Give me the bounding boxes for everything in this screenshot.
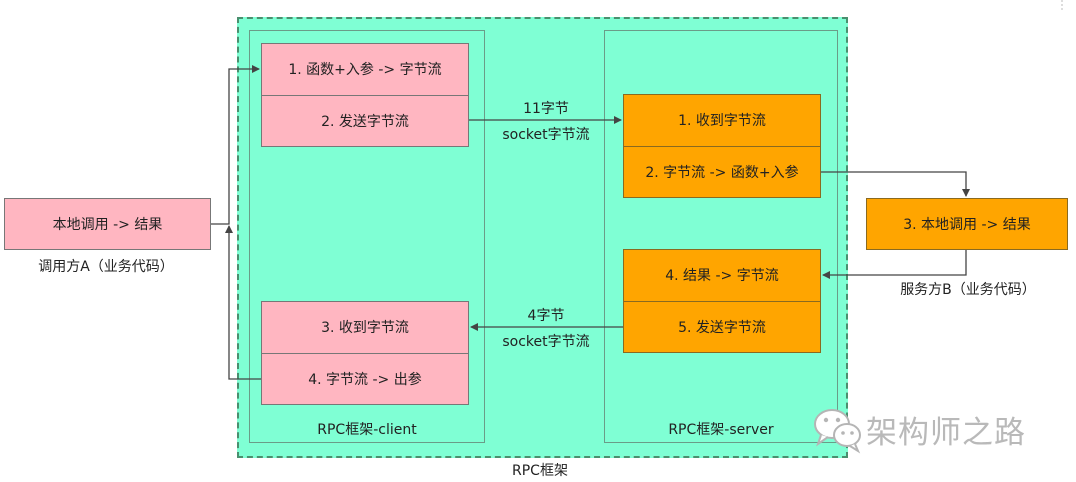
response-socket-label: socket字节流 — [502, 334, 590, 350]
rpc-framework-label: RPC框架 — [512, 463, 568, 479]
arrow-caller-to-client — [211, 65, 260, 225]
client-step-deserialize: 4. 字节流 -> 出参 — [262, 352, 468, 405]
callee-box: 3. 本地调用 -> 结果 — [866, 198, 1068, 250]
client-frame-label: RPC框架-client — [317, 422, 417, 438]
server-step-receive: 1. 收到字节流 — [678, 113, 766, 130]
response-bytes-label: 4字节 — [527, 308, 565, 324]
request-bytes-label: 11字节 — [523, 101, 569, 117]
client-step-send: 2. 发送字节流 — [262, 94, 468, 147]
server-frame-label: RPC框架-server — [668, 422, 774, 438]
server-step-serialize: 4. 结果 -> 字节流 — [665, 268, 779, 285]
caller-box: 本地调用 -> 结果 — [4, 198, 211, 250]
arrow-server-to-callee — [821, 171, 970, 197]
client-send-box: 1. 函数+入参 -> 字节流 2. 发送字节流 — [261, 43, 469, 147]
request-socket-label: socket字节流 — [502, 127, 590, 143]
client-receive-box: 3. 收到字节流 4. 字节流 -> 出参 — [261, 301, 469, 405]
server-step-send: 5. 发送字节流 — [624, 300, 820, 353]
callee-box-text: 3. 本地调用 -> 结果 — [903, 217, 1031, 233]
arrow-callee-to-server — [822, 250, 967, 279]
callee-label: 服务方B（业务代码） — [900, 282, 1036, 298]
client-step-receive: 3. 收到字节流 — [321, 320, 409, 337]
watermark-text: 架构师之路 — [866, 415, 1026, 451]
caller-box-text: 本地调用 -> 结果 — [52, 217, 163, 233]
wechat-icon — [814, 409, 861, 454]
server-step-deserialize: 2. 字节流 -> 函数+入参 — [624, 145, 820, 198]
server-send-box: 4. 结果 -> 字节流 5. 发送字节流 — [623, 249, 821, 353]
server-receive-box: 1. 收到字节流 2. 字节流 -> 函数+入参 — [623, 94, 821, 198]
caller-label: 调用方A（业务代码） — [38, 259, 174, 275]
client-step-serialize: 1. 函数+入参 -> 字节流 — [288, 62, 442, 79]
arrow-client-to-caller — [225, 225, 261, 380]
